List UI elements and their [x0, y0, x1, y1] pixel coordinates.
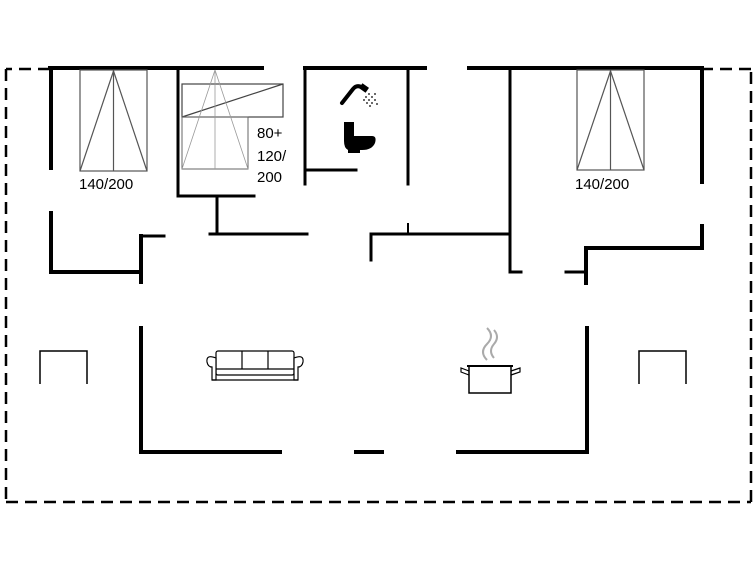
bed-size-label-middle-3: 200 — [257, 169, 282, 186]
table-icon — [39, 350, 88, 384]
bed-size-label-middle-1: 80+ — [257, 125, 283, 142]
walls — [48, 66, 704, 454]
table-icon — [638, 350, 687, 384]
bed-size-label-right: 140/200 — [575, 176, 629, 193]
cooking-pot-icon — [460, 327, 521, 394]
shower-icon — [340, 83, 378, 107]
double-bed-icon — [576, 69, 645, 171]
sofa-icon — [206, 350, 304, 381]
bunk-bed-icon — [181, 69, 284, 170]
double-bed-icon — [79, 69, 148, 172]
toilet-icon — [344, 122, 376, 153]
bed-size-label-left: 140/200 — [79, 176, 133, 193]
terrace-outline — [4, 67, 753, 504]
bed-size-label-middle-2: 120/ — [257, 148, 287, 165]
